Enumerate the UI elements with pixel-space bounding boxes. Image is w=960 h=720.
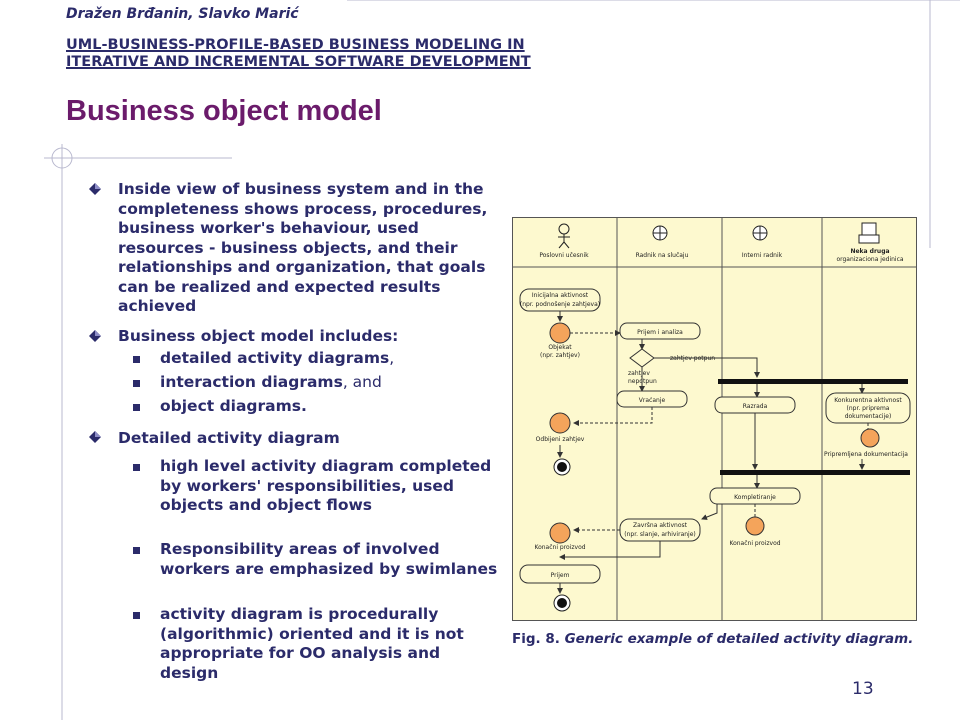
bullet-model-includes: Business object model includes: [118,327,399,345]
square-bullet-icon [133,612,140,619]
sub-bullet-suffix: , [389,349,395,367]
activity-reception [619,322,701,340]
bullet-detailed-activity: Detailed activity diagram [118,429,340,447]
lane-label: organizaciona jedinica [836,256,903,263]
sub-bullet-interaction-diagrams: interaction diagrams, and [160,373,500,393]
figure-number: Fig. 8. [512,631,560,647]
activity-label: Završna aktivnost [633,522,688,529]
activity-label: Konkurentna aktivnost [834,397,902,404]
sub-bullet-text: interaction diagrams [160,373,343,391]
subtitle-line-2: ITERATIVE AND INCREMENTAL SOFTWARE DEVEL… [66,54,531,70]
diamond-bullet-icon [89,431,101,443]
square-bullet-icon [133,547,140,554]
bullet-business-system: Inside view of business system and in th… [118,180,488,315]
subtitle-line-1: UML-BUSINESS-PROFILE-BASED BUSINESS MODE… [66,37,525,53]
diamond-bullet-icon [89,183,101,195]
square-bullet-icon [133,380,140,387]
business-object-icon [549,412,571,434]
object-label: Odbijeni zahtjev [536,436,585,443]
authors: Dražen Brđanin, Slavko Marić [66,6,299,22]
sub-bullet-activity-diagrams: detailed activity diagrams, [160,349,500,369]
sub-bullet-text: detailed activity diagrams [160,349,390,367]
sub-bullet-object-diagrams: object diagrams. [160,397,500,417]
sub-bullet-swimlanes: Responsibility areas of involved workers… [160,540,498,578]
business-object-icon [860,428,880,448]
page-number: 13 [852,679,874,699]
organization-unit-icon [858,222,880,244]
sub-bullet-high-level: high level activity diagram completed by… [160,457,492,514]
square-bullet-icon [133,464,140,471]
object-label: (npr. zahtjev) [540,352,580,359]
diamond-bullet-icon [89,330,101,342]
sub-bullet-suffix: , and [342,373,382,391]
activity-label: Prijem i analiza [637,329,683,336]
object-label: Objekat [548,344,572,351]
object-label: Pripremljena dokumentacija [824,451,908,458]
object-label: Konačni proizvod [534,544,585,551]
business-object-icon [549,322,571,344]
fork-bar [718,379,908,384]
square-bullet-icon [133,404,140,411]
lane-label: Interni radnik [742,252,783,259]
join-bar [720,470,910,475]
activity-label: Razrada [743,403,768,410]
lane-label: Poslovni učesnik [539,252,589,259]
internal-worker-icon [752,225,768,241]
business-object-icon [745,516,765,536]
figure-caption: Fig. 8. Generic example of detailed acti… [512,631,913,647]
sub-bullet-text: object diagrams. [160,397,307,415]
square-bullet-icon [133,356,140,363]
object-label: Konačni proizvod [729,540,780,547]
sub-bullet-procedural: activity diagram is procedurally (algori… [160,605,464,682]
business-object-icon [549,522,571,544]
lane-label: Neka druga [850,248,889,255]
activity-label: (npr. podnošenje zahtjeva) [520,301,600,308]
presentation-subtitle: UML-BUSINESS-PROFILE-BASED BUSINESS MODE… [66,37,746,71]
figure-caption-text: Generic example of detailed activity dia… [564,631,914,647]
guard-label: zahtjev [628,370,650,377]
activity-label: Inicijalna aktivnost [532,292,589,299]
activity-label: Vraćanje [639,397,666,404]
final-node-core [557,598,567,608]
business-actor-icon [558,223,570,249]
activity-diagram: Poslovni učesnik Radnik na slučaju Inter… [512,217,917,621]
final-node-core [557,462,567,472]
activity-label: Kompletiranje [734,494,776,501]
page-title: Business object model [66,95,382,127]
activity-label: (npr. slanje, arhiviranje) [624,531,696,538]
activity-label: Prijem [551,572,570,579]
business-worker-icon [652,225,668,241]
activity-label: (npr. priprema [847,405,890,412]
activity-label: dokumentacije) [845,413,892,420]
lane-label: Radnik na slučaju [636,252,689,259]
